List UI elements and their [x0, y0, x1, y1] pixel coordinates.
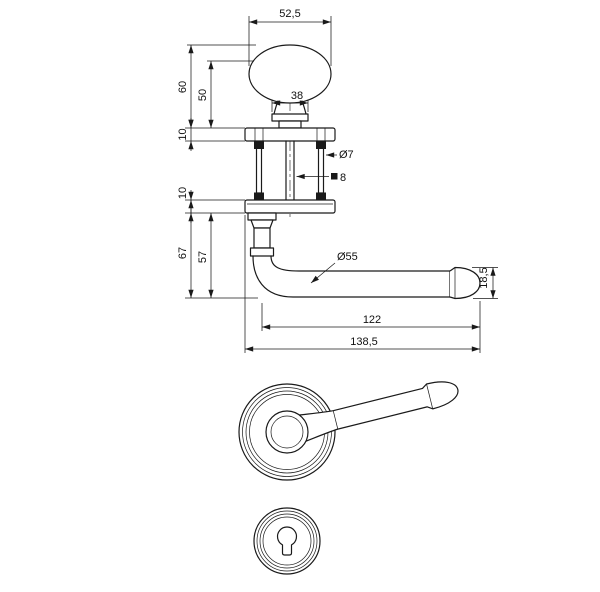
bolt-right-head-top	[316, 141, 326, 149]
dim-rose-thickness-top: 10	[177, 118, 245, 151]
escutcheon-ring	[262, 516, 312, 566]
dim-knob-total-height: 60	[177, 44, 256, 129]
dim-label-knob-total-height: 60	[177, 81, 189, 93]
rose-plate-top-bosses	[254, 128, 326, 141]
dim-label-knob-base-diameter: 38	[291, 90, 303, 102]
dim-spindle-size: 8	[296, 172, 346, 184]
dim-rose-diameter: Ø55	[310, 251, 358, 284]
dim-label-handle-projection: 57	[197, 251, 209, 263]
bolt-left-head-top	[254, 141, 264, 149]
dim-label-knob-width: 52,5	[279, 8, 300, 20]
dim-label-spindle-size: 8	[340, 172, 346, 184]
rose-hub-inner	[270, 415, 304, 449]
lever-front-cap-ring	[426, 383, 434, 409]
dim-label-bolt-diameter: Ø7	[339, 149, 354, 161]
dim-grip-diameter: 18,5	[472, 267, 498, 299]
side-view	[244, 44, 481, 300]
dim-label-knob-height: 50	[197, 89, 209, 101]
dim-label-rose-thickness-top: 10	[177, 128, 189, 140]
square-section-icon	[331, 173, 338, 180]
ext-line	[185, 44, 256, 129]
rose-plate-bottom	[244, 199, 336, 214]
dim-bolt-diameter: Ø7	[326, 149, 354, 161]
dim-handle-projection: 57	[197, 213, 214, 298]
dim-handle-total-projection: 67	[177, 200, 258, 299]
front-view-rose	[238, 381, 459, 481]
knob-base	[278, 120, 302, 129]
rose-plate-top	[244, 127, 336, 142]
escutcheon-ring	[256, 510, 318, 572]
front-view-escutcheon	[253, 507, 321, 575]
lever-front	[294, 381, 459, 444]
rose-hub-outer	[265, 410, 309, 454]
leader-line	[310, 262, 336, 284]
lever-front-outline	[294, 381, 459, 444]
escutcheon-ring	[259, 513, 315, 569]
dim-knob-width: 52,5	[248, 8, 332, 66]
dim-label-rose-diameter: Ø55	[337, 251, 358, 263]
dim-label-rose-thickness-bottom: 10	[177, 187, 189, 199]
dim-label-grip-length: 122	[363, 314, 381, 326]
lever-grip-top-edge	[270, 255, 451, 272]
square-spindle	[285, 140, 295, 201]
lever-end-cap	[449, 266, 481, 300]
bolt-right-shaft	[317, 147, 325, 194]
rose-ring-outer	[238, 383, 336, 481]
dim-label-handle-total-length: 138,5	[350, 336, 378, 348]
dim-knob-height: 50	[197, 60, 254, 128]
knob-collar	[271, 113, 309, 122]
dim-label-handle-total-projection: 67	[177, 247, 189, 259]
lever-neck	[253, 227, 271, 249]
bolt-right-head-bottom	[316, 192, 326, 200]
dimensions: 52,5 60 50 38 10 Ø7	[177, 8, 498, 353]
lever-front-neck-ring	[332, 410, 339, 430]
dim-knob-base-diameter: 38	[271, 90, 309, 112]
lever-neck-taper	[250, 219, 274, 229]
bolt-left-shaft	[255, 147, 263, 194]
lever-grip-bottom-edge	[252, 255, 451, 298]
lever-collar	[247, 212, 277, 221]
ext-line	[185, 199, 245, 214]
bolt-left-head-bottom	[254, 192, 264, 200]
dim-handle-total-length: 138,5	[244, 215, 480, 353]
euro-cylinder-keyhole	[276, 526, 298, 556]
lever-bead-ring	[249, 247, 275, 257]
escutcheon-ring-outer	[253, 507, 321, 575]
rose-ring	[242, 387, 332, 477]
dim-label-grip-diameter: 18,5	[478, 267, 490, 288]
dim-grip-length: 122	[261, 301, 481, 353]
